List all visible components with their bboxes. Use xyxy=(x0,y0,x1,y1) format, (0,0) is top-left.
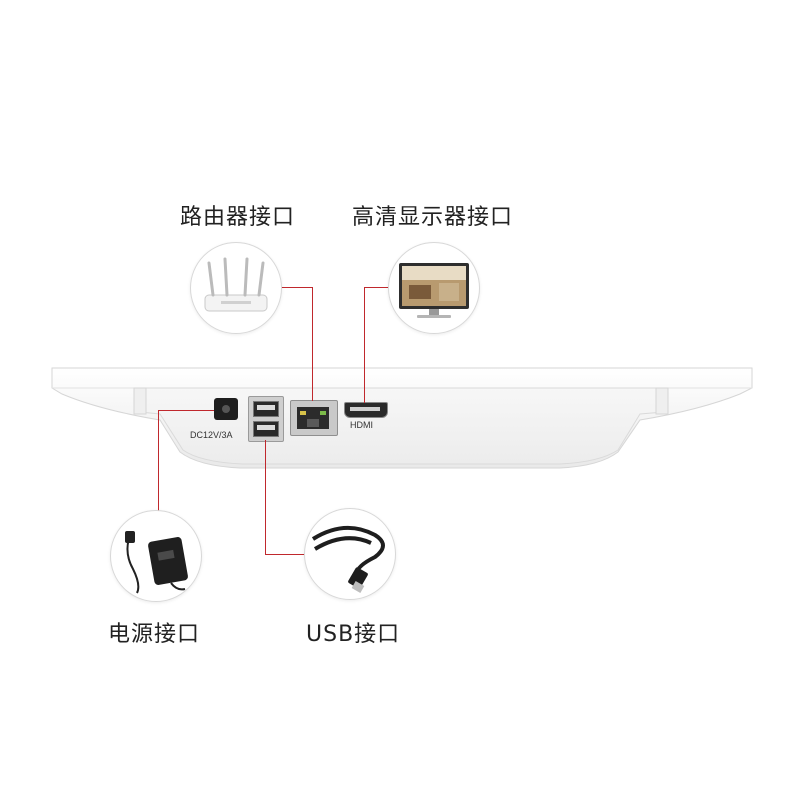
usb-leader-vertical xyxy=(265,440,266,555)
usb-port-label: USB接口 xyxy=(306,622,401,647)
display-leader-horizontal xyxy=(364,287,390,288)
display-port-label: 高清显示器接口 xyxy=(352,205,514,230)
router-icon xyxy=(190,242,282,334)
hdmi-port-label: HDMI xyxy=(350,420,373,430)
router-port-label: 路由器接口 xyxy=(180,205,296,230)
dc-port-label: DC12V/3A xyxy=(190,430,233,440)
display-leader-vertical xyxy=(364,287,365,403)
usb-port-stack xyxy=(248,396,284,442)
power-leader-horizontal xyxy=(158,410,214,411)
usb-cable-icon xyxy=(304,508,396,600)
power-adapter-icon xyxy=(110,510,202,602)
ethernet-socket xyxy=(297,407,329,429)
monitor-icon xyxy=(388,242,480,334)
dc-port-hole xyxy=(222,405,230,413)
usb-port-1 xyxy=(253,401,279,417)
power-leader-vertical xyxy=(158,410,159,532)
router-leader-horizontal xyxy=(280,287,313,288)
usb-leader-horizontal xyxy=(265,554,307,555)
ethernet-port xyxy=(290,400,338,436)
dc-power-port xyxy=(214,398,238,420)
hdmi-port xyxy=(344,402,388,418)
router-leader-vertical xyxy=(312,287,313,401)
usb-port-2 xyxy=(253,421,279,437)
power-port-label: 电源接口 xyxy=(108,622,201,647)
